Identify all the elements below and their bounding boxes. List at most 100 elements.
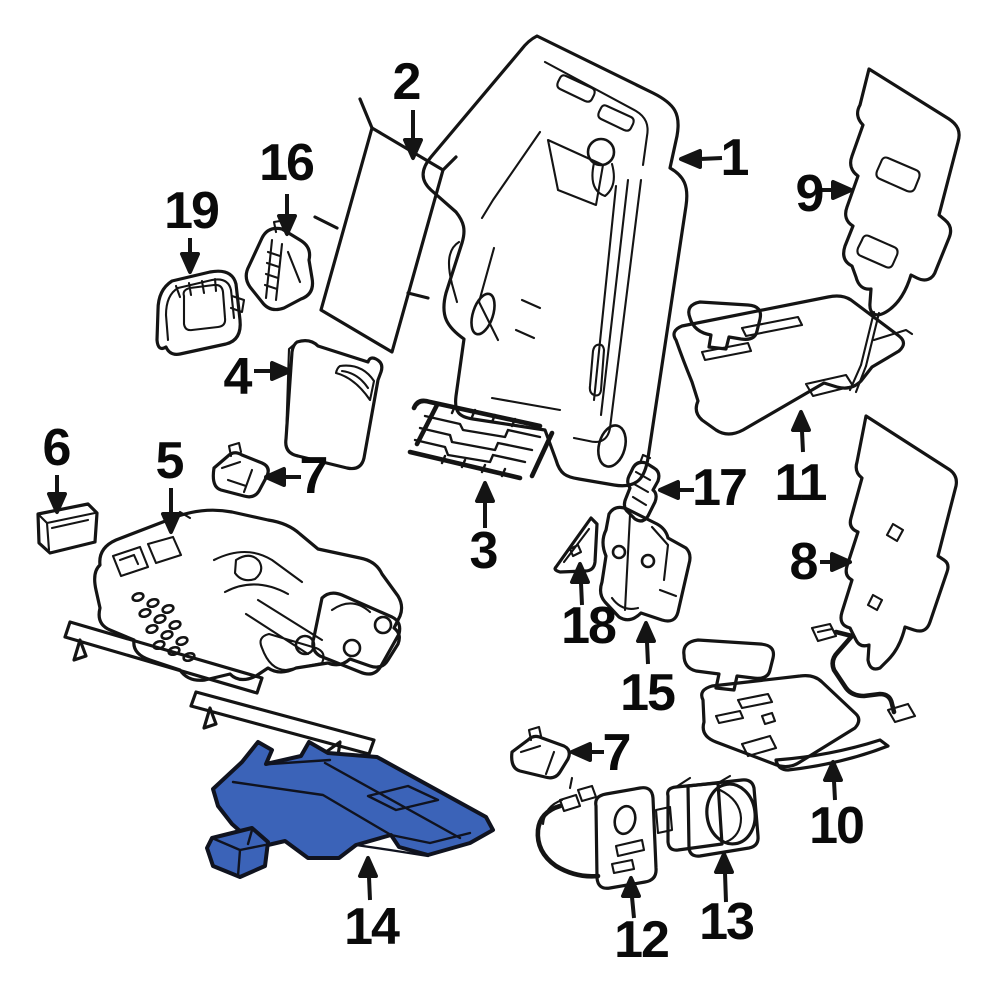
panel-creases bbox=[210, 758, 472, 878]
part-outline bbox=[598, 505, 692, 623]
part-outline bbox=[622, 460, 661, 523]
pad-wire-stem bbox=[859, 310, 881, 368]
part-details bbox=[447, 60, 649, 443]
part-14-under-seat-panel-highlighted[interactable] bbox=[205, 740, 495, 879]
mat-wires bbox=[413, 404, 542, 478]
callout-label-6: 6 bbox=[42, 419, 72, 477]
perforations bbox=[131, 591, 196, 663]
part-18-gusset-bracket[interactable] bbox=[553, 516, 599, 574]
callout-label-12: 12 bbox=[614, 911, 670, 969]
callout-label-7-upper: 7 bbox=[299, 447, 329, 505]
callout-label-11: 11 bbox=[774, 454, 828, 512]
plate-hole bbox=[373, 615, 393, 635]
callout-label-5: 5 bbox=[155, 432, 185, 490]
part-details bbox=[164, 277, 246, 342]
callout-arrow-4 bbox=[254, 361, 292, 381]
part-8-back-heater-element[interactable] bbox=[810, 414, 958, 724]
callout-label-17: 17 bbox=[692, 459, 748, 517]
part-15-side-member[interactable] bbox=[598, 505, 692, 623]
part-outline bbox=[510, 734, 571, 780]
callout-arrow-18 bbox=[570, 562, 590, 606]
part-outline bbox=[842, 67, 961, 317]
frame-pivot-hole bbox=[586, 137, 616, 167]
part-10-cushion-heater-element[interactable] bbox=[682, 638, 890, 772]
part-1-seat-back-frame[interactable] bbox=[421, 34, 689, 488]
panel-foot bbox=[205, 826, 270, 879]
callout-arrow-1 bbox=[679, 149, 723, 169]
mat-border bbox=[407, 398, 555, 481]
harness-connectors bbox=[541, 776, 598, 826]
part-12-switch-bezel-harness[interactable] bbox=[535, 776, 658, 890]
part-9-back-heater-pad[interactable] bbox=[842, 67, 961, 368]
part-16-side-bracket[interactable] bbox=[244, 218, 315, 312]
callout-arrow-6 bbox=[47, 475, 67, 514]
part-outline bbox=[319, 126, 445, 354]
part-19-trim-cover[interactable] bbox=[155, 269, 246, 356]
callout-arrow-5 bbox=[161, 488, 181, 534]
switch-front bbox=[666, 781, 724, 852]
part-7-bracket-lower[interactable] bbox=[510, 725, 571, 780]
callout-label-16: 16 bbox=[259, 134, 315, 192]
part-2-back-sheet[interactable] bbox=[313, 97, 458, 354]
pad-flap-strip bbox=[774, 738, 890, 772]
callout-label-8: 8 bbox=[789, 533, 819, 591]
part-13-adjuster-switch[interactable] bbox=[654, 774, 760, 858]
part-outline bbox=[36, 502, 99, 555]
callout-arrow-12 bbox=[621, 876, 641, 919]
part-outline bbox=[155, 269, 242, 356]
part-7-bracket-upper[interactable] bbox=[211, 441, 270, 499]
pad-bolster bbox=[682, 638, 776, 692]
part-4-side-panel[interactable] bbox=[284, 339, 384, 471]
part-outline bbox=[244, 226, 315, 312]
callout-label-15: 15 bbox=[620, 664, 676, 722]
callout-arrow-3 bbox=[475, 481, 495, 528]
part-11-cushion-pad[interactable] bbox=[672, 294, 914, 436]
plate-hole bbox=[342, 638, 362, 658]
callout-label-7-lower: 7 bbox=[602, 724, 632, 782]
callout-arrow-7b bbox=[570, 742, 604, 762]
part-5-seat-track-assembly[interactable] bbox=[63, 508, 404, 758]
callout-label-1: 1 bbox=[720, 129, 750, 187]
callout-label-13: 13 bbox=[699, 893, 755, 951]
part-17-striker-bracket[interactable] bbox=[622, 453, 661, 523]
callout-label-4: 4 bbox=[223, 348, 253, 406]
part-3-lumbar-wire-mat[interactable] bbox=[407, 398, 555, 481]
part-details bbox=[654, 774, 743, 844]
callout-label-14: 14 bbox=[344, 898, 400, 956]
callout-label-18: 18 bbox=[561, 597, 617, 655]
callout-label-10: 10 bbox=[809, 797, 865, 855]
part-outline bbox=[700, 674, 861, 769]
wire-harness bbox=[830, 629, 897, 715]
part-details bbox=[562, 527, 591, 564]
part-details bbox=[284, 340, 376, 442]
part-details bbox=[36, 511, 97, 552]
part-details bbox=[263, 218, 302, 302]
pad-holes bbox=[866, 522, 905, 612]
part-outline bbox=[672, 294, 906, 436]
rail-rear bbox=[189, 690, 376, 758]
part-details bbox=[714, 692, 778, 758]
harness-connectors bbox=[810, 622, 917, 724]
plate-hole bbox=[294, 634, 316, 656]
callout-arrow-9 bbox=[822, 180, 853, 200]
switch-body bbox=[686, 778, 760, 858]
pad-bolster bbox=[687, 300, 763, 351]
part-details bbox=[610, 513, 678, 612]
callout-arrow-19 bbox=[180, 238, 200, 274]
side-plate bbox=[311, 591, 402, 676]
callout-arrow-14 bbox=[358, 856, 378, 901]
callout-arrow-13 bbox=[714, 852, 734, 903]
part-details bbox=[519, 725, 556, 776]
callout-arrow-11 bbox=[791, 410, 811, 453]
callout-label-9: 9 bbox=[795, 165, 825, 223]
frame-slot-hole bbox=[470, 292, 496, 336]
callout-arrow-15 bbox=[636, 621, 656, 665]
callout-arrow-17 bbox=[658, 480, 694, 500]
part-outline bbox=[421, 34, 689, 488]
part-6-end-cap-clip[interactable] bbox=[36, 502, 99, 555]
part-details bbox=[220, 441, 254, 494]
rail-front bbox=[63, 620, 264, 695]
part-outline bbox=[839, 414, 958, 671]
switch-knob bbox=[705, 782, 757, 846]
